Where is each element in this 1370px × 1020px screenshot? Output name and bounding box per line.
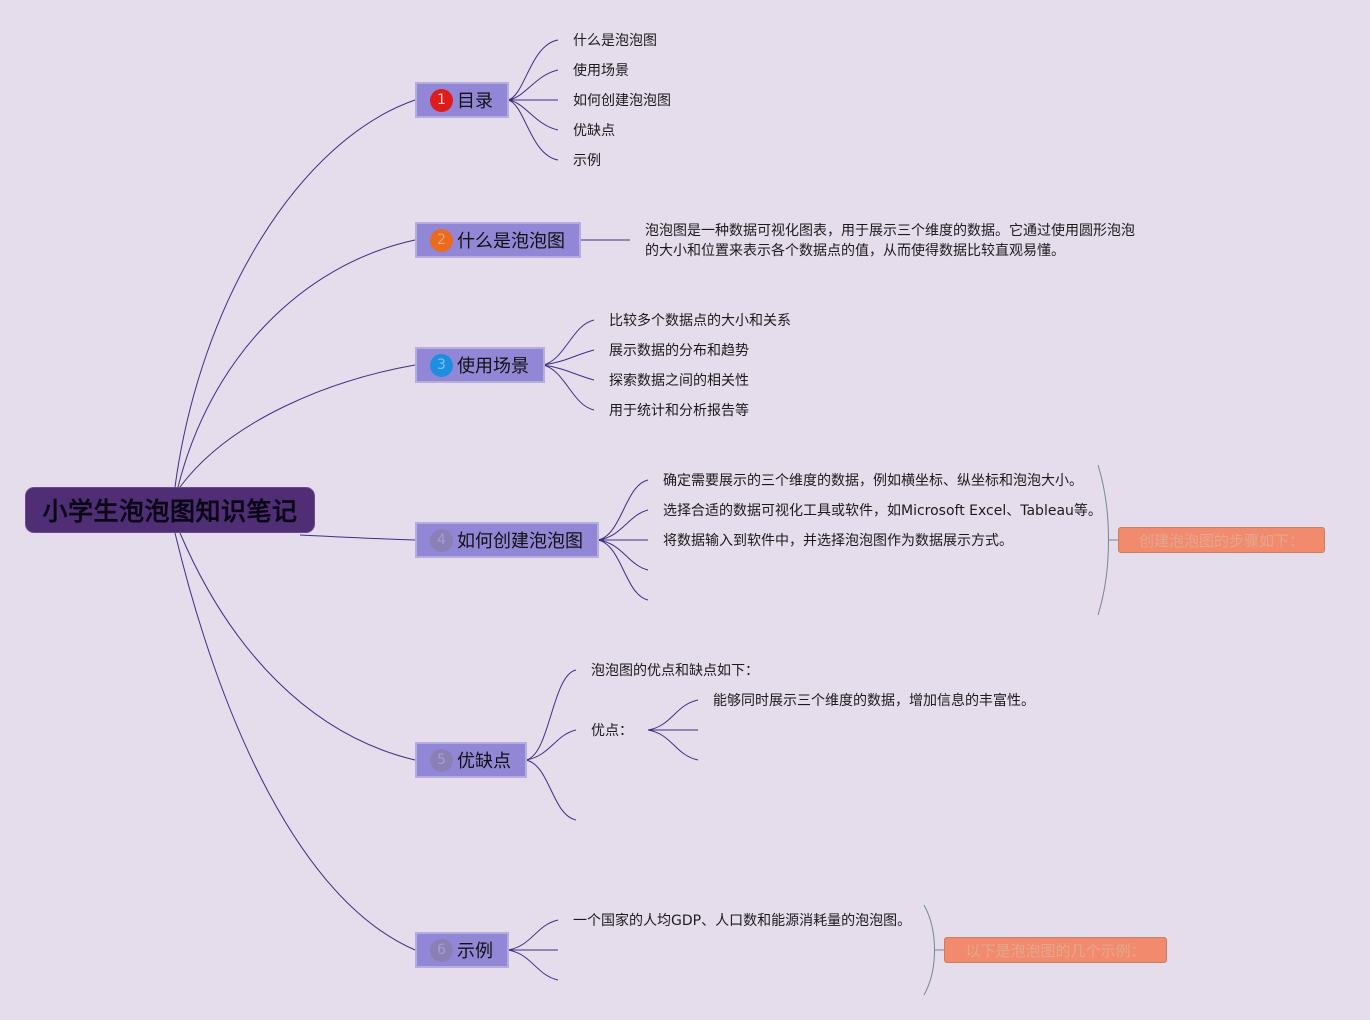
summary-note-text: 创建泡泡图的步骤如下： [1138, 531, 1304, 550]
leaf-item[interactable]: 用于统计和分析报告等 [609, 403, 749, 419]
branch-what-is[interactable]: 2 什么是泡泡图 [415, 222, 581, 258]
summary-note-text: 以下是泡泡图的几个示例： [965, 941, 1146, 960]
number-badge-6: 6 [430, 938, 453, 962]
leaf-item[interactable]: 使用场景 [573, 63, 629, 79]
number-badge-4: 4 [430, 528, 453, 552]
leaf-item[interactable]: 能够同时展示三个维度的数据，增加信息的丰富性。 [713, 693, 1035, 709]
branch-label: 如何创建泡泡图 [457, 531, 583, 552]
number-badge-3: 3 [430, 353, 453, 377]
branch-use-cases[interactable]: 3 使用场景 [415, 347, 545, 383]
leaf-item[interactable]: 如何创建泡泡图 [573, 93, 671, 109]
branch-pros-cons[interactable]: 5 优缺点 [415, 742, 527, 778]
root-title: 小学生泡泡图知识笔记 [42, 497, 298, 526]
branch-contents[interactable]: 1 目录 [415, 82, 509, 118]
branch-label: 优缺点 [457, 751, 511, 772]
leaf-item[interactable]: 展示数据的分布和趋势 [609, 343, 749, 359]
leaf-item[interactable]: 确定需要展示的三个维度的数据，例如横坐标、纵坐标和泡泡大小。 [663, 473, 1083, 489]
number-badge-2: 2 [430, 228, 453, 252]
branch-examples[interactable]: 6 示例 [415, 932, 509, 968]
leaf-item[interactable]: 示例 [573, 153, 601, 169]
pros-label[interactable]: 优点： [591, 723, 633, 739]
branch-how-to-create[interactable]: 4 如何创建泡泡图 [415, 522, 599, 558]
leaf-item[interactable]: 探索数据之间的相关性 [609, 373, 749, 389]
summary-note[interactable]: 创建泡泡图的步骤如下： [1118, 527, 1325, 553]
branch-label: 什么是泡泡图 [457, 231, 565, 252]
number-badge-5: 5 [430, 748, 453, 772]
leaf-item[interactable]: 一个国家的人均GDP、人口数和能源消耗量的泡泡图。 [573, 913, 912, 929]
leaf-item[interactable]: 优缺点 [573, 123, 615, 139]
root-node[interactable]: 小学生泡泡图知识笔记 [25, 487, 315, 533]
number-badge-1: 1 [430, 88, 453, 112]
leaf-item[interactable]: 泡泡图的优点和缺点如下： [591, 663, 759, 679]
leaf-item[interactable]: 将数据输入到软件中，并选择泡泡图作为数据展示方式。 [663, 533, 1013, 549]
definition-text[interactable]: 泡泡图是一种数据可视化图表，用于展示三个维度的数据。它通过使用圆形泡泡的大小和位… [645, 223, 1135, 259]
branch-label: 示例 [457, 941, 493, 962]
branch-label: 目录 [457, 91, 493, 112]
leaf-item[interactable]: 选择合适的数据可视化工具或软件，如Microsoft Excel、Tableau… [663, 503, 1102, 519]
summary-note[interactable]: 以下是泡泡图的几个示例： [944, 937, 1167, 963]
leaf-item[interactable]: 比较多个数据点的大小和关系 [609, 313, 791, 329]
branch-label: 使用场景 [457, 356, 529, 377]
leaf-item[interactable]: 什么是泡泡图 [573, 33, 657, 49]
